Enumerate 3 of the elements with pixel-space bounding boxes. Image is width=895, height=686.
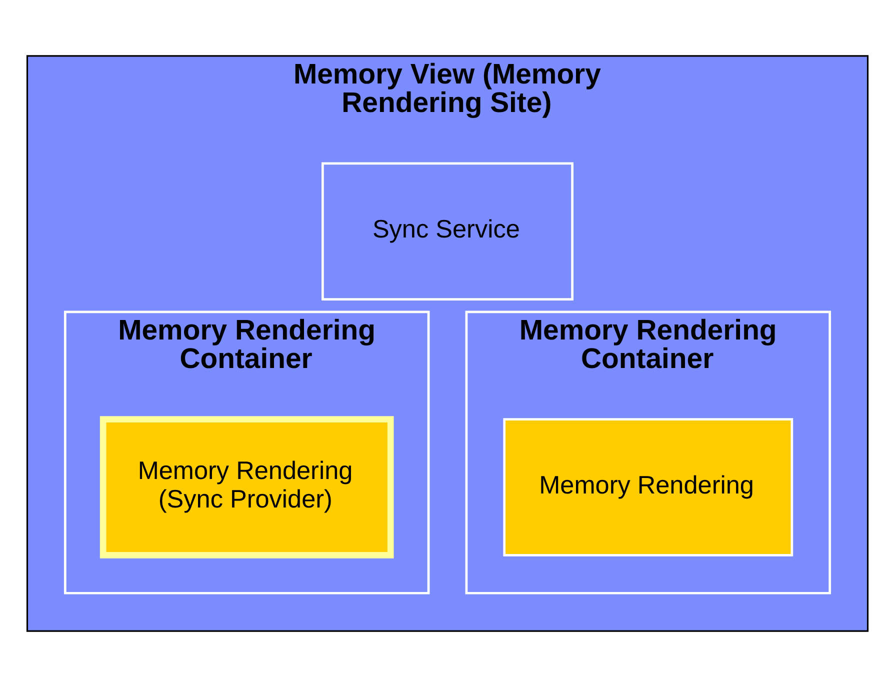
node-box: Memory Rendering (Sync Provider) <box>100 416 394 558</box>
node-box: Sync Service <box>322 162 574 300</box>
node-box: Memory Rendering <box>503 418 794 556</box>
